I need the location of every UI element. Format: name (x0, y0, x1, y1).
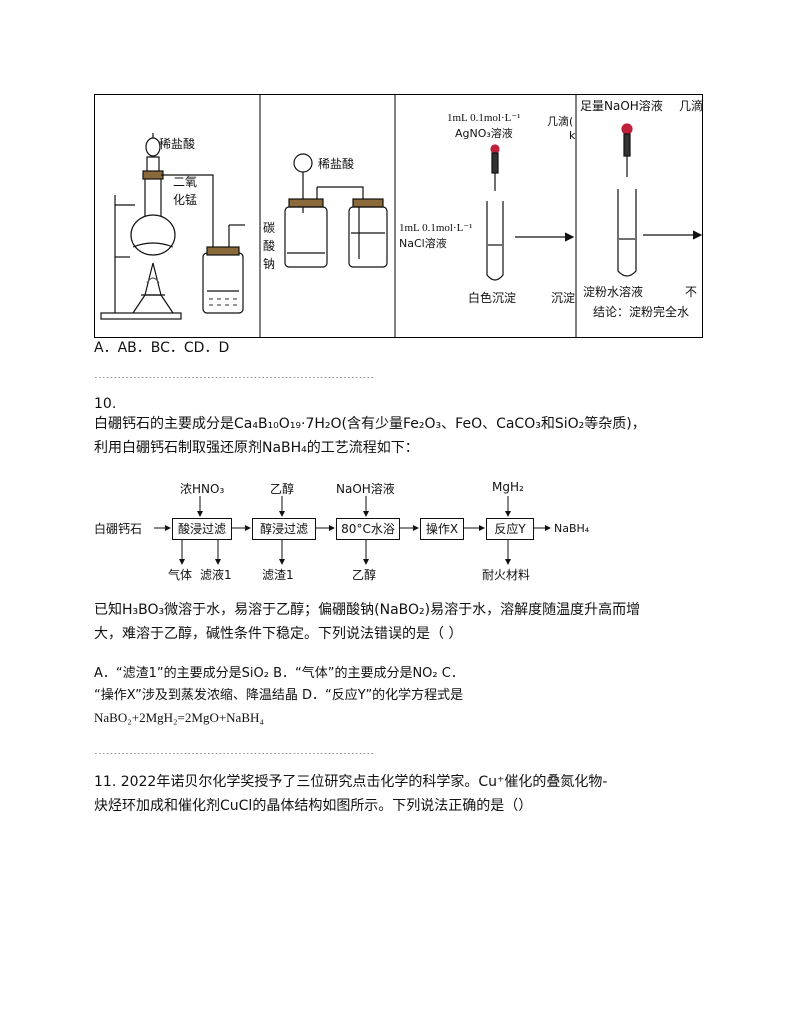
q10-options-line1: A．“滤渣1”的主要成分是SiO₂ B．“气体”的主要成分是NO₂ C． (94, 666, 464, 681)
panel-b-dilute-hcl-label: 稀盐酸 (318, 157, 355, 171)
flow-step-water-bath: 80°C水浴 (336, 518, 400, 540)
q11-stem-line1: 11. 2022年诺贝尔化学奖授予了三位研究点击化学的科学家。Cu⁺催化的叠氮化… (94, 774, 608, 790)
flow-step-alcohol-leach: 醇浸过滤 (252, 518, 316, 540)
flowchart-connectors (154, 496, 551, 565)
panel-a-dilute-hcl-label: 稀盐酸 (159, 137, 196, 151)
q10-known-line1: 已知H₃BO₃微溶于水，易溶于乙醇；偏硼酸钠(NaBO₂)易溶于水，溶解度随温度… (94, 602, 641, 618)
q10-stem-line1: 白硼钙石的主要成分是Ca₄B₁₀O₁₉·7H₂O(含有少量Fe₂O₃、FeO、C… (94, 416, 646, 432)
panel-b-apparatus (284, 153, 388, 268)
q11-stem-line2: 炔烃环加成和催化剂CuCl的晶体结构如图所示。下列说法正确的是（） (94, 798, 533, 814)
panel-d-cut-right2-label: 不 (685, 285, 698, 299)
flow-output-ethanol: 乙醇 (352, 568, 377, 582)
panel-c-nacl-conc: 1mL 0.1mol·L⁻¹ (399, 222, 473, 234)
panel-d-starch-label: 淀粉水溶液 (583, 285, 644, 299)
panel-a-apparatus (100, 133, 245, 320)
flow-step-acid-leach: 酸浸过滤 (172, 518, 232, 540)
flow-step-operation-x: 操作X (420, 518, 464, 540)
panel-c-cut-k-label: k (569, 129, 576, 142)
panel-d-naoh-label: 足量NaOH溶液 (580, 99, 663, 113)
flow-input-hno3: 浓HNO₃ (180, 482, 225, 496)
q9-options: A．AB．BC．CD．D (94, 340, 230, 356)
q10-options-line2: “操作X”涉及到蒸发浓缩、降温结晶 D．“反应Y”的化学方程式是 (94, 688, 464, 703)
panel-b-na2co3-label-2: 酸 (263, 239, 276, 253)
panel-c-cut-bottom-label: 沉淀 (551, 291, 576, 305)
panel-c-nacl-label: NaCl溶液 (399, 237, 447, 250)
panel-c-precipitate-label: 白色沉淀 (468, 291, 517, 305)
flow-start-label: 白硼钙石 (94, 522, 143, 536)
panel-c-agno3-conc: 1mL 0.1mol·L⁻¹ (447, 112, 521, 124)
q10-known-line2: 大，难溶于乙醇，碱性条件下稳定。下列说法错误的是（ ） (94, 626, 463, 642)
q10-flowchart: 白硼钙石 酸浸过滤 醇浸过滤 80°C水浴 操作X 反应Y NaBH₄ 浓HNO… (94, 478, 614, 582)
experiment-apparatus-drawing (100, 95, 702, 337)
q10-number: 10. (94, 396, 117, 412)
panel-c-agno3-label: AgNO₃溶液 (455, 127, 513, 140)
flow-step-reaction-y: 反应Y (486, 518, 534, 540)
experiment-figure: 稀盐酸 二氧 化锰 稀盐酸 碳 酸 钠 1mL 0.1mol·L⁻¹ AgNO₃… (94, 94, 703, 338)
panel-b-na2co3-label-3: 钠 (263, 257, 276, 271)
panel-c-cut-top-label: 几滴( (547, 115, 574, 128)
panel-d-cut-right-label: 几滴 (679, 99, 704, 113)
panel-c-apparatus (486, 144, 575, 281)
flow-output-residue1: 滤渣1 (262, 568, 294, 582)
flow-input-ethanol: 乙醇 (270, 482, 295, 496)
flow-product-label: NaBH₄ (554, 522, 590, 535)
panel-a-mno2-label-2: 化锰 (173, 193, 198, 207)
panel-d-conclusion-label: 结论：淀粉完全水 (593, 305, 690, 319)
flow-input-mgh2: MgH₂ (492, 480, 524, 494)
separator-2: ----------------------------------------… (94, 750, 375, 757)
flow-output-gas: 气体 (168, 568, 193, 582)
separator-1: ----------------------------------------… (94, 374, 375, 381)
panel-a-mno2-label-1: 二氧 (173, 175, 198, 189)
q10-options-line3: NaBO₂+2MgH₂=2MgO+NaBH₄ (94, 710, 264, 725)
flow-output-filtrate1: 滤液1 (200, 568, 232, 582)
flow-output-refractory: 耐火材料 (482, 568, 531, 582)
flow-input-naoh: NaOH溶液 (336, 482, 395, 496)
panel-d-apparatus (617, 123, 702, 277)
q10-stem-line2: 利用白硼钙石制取强还原剂NaBH₄的工艺流程如下： (94, 440, 419, 456)
panel-b-na2co3-label-1: 碳 (263, 221, 276, 235)
